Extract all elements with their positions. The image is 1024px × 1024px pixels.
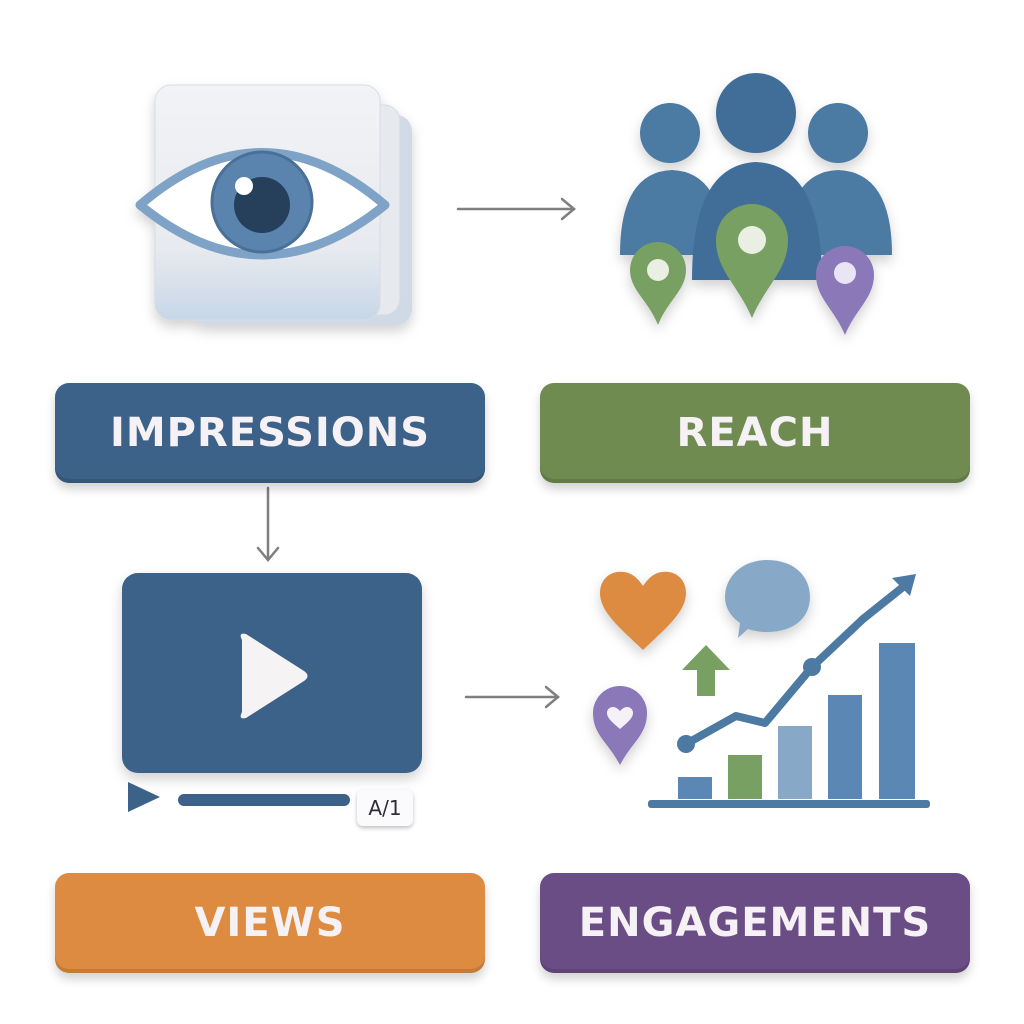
eye-highlight <box>235 177 253 195</box>
bar-3 <box>778 726 812 799</box>
impressions-label-box: IMPRESSIONS <box>55 383 485 483</box>
reach-label-box: REACH <box>540 383 970 483</box>
play-icon <box>240 633 308 719</box>
eye-icon <box>135 84 412 325</box>
connector-arrow-views-engagements <box>464 685 560 709</box>
bar-4 <box>828 695 862 799</box>
bar-2 <box>728 755 762 799</box>
views-label-box: VIEWS <box>55 873 485 973</box>
up-arrow-icon <box>682 645 730 696</box>
bar-5 <box>879 643 915 799</box>
people-location-icon <box>620 73 892 335</box>
person-center-head <box>716 73 796 153</box>
person-right-head <box>808 103 868 163</box>
pin-center <box>716 204 788 318</box>
trend-arrow-head <box>892 574 916 596</box>
trend-line <box>682 579 912 748</box>
small-play-icon <box>128 782 160 812</box>
bar-1 <box>678 777 712 799</box>
trend-point-1 <box>677 735 695 753</box>
connector-arrow-impressions-views <box>256 486 280 562</box>
engagement-chart-icon <box>593 560 930 808</box>
progress-bar <box>178 794 350 806</box>
video-counter-badge: A/1 <box>357 790 413 826</box>
pin-left <box>630 242 686 325</box>
trend-point-2 <box>803 658 821 676</box>
chart-baseline <box>648 800 930 808</box>
heart-pin-icon <box>593 686 647 765</box>
person-left-head <box>640 103 700 163</box>
connector-arrow-impressions-reach <box>456 197 576 221</box>
comment-bubble-icon <box>725 560 810 638</box>
pin-right <box>816 246 874 335</box>
engagements-label-box: ENGAGEMENTS <box>540 873 970 973</box>
video-player-icon <box>122 573 422 812</box>
heart-icon <box>600 571 686 650</box>
